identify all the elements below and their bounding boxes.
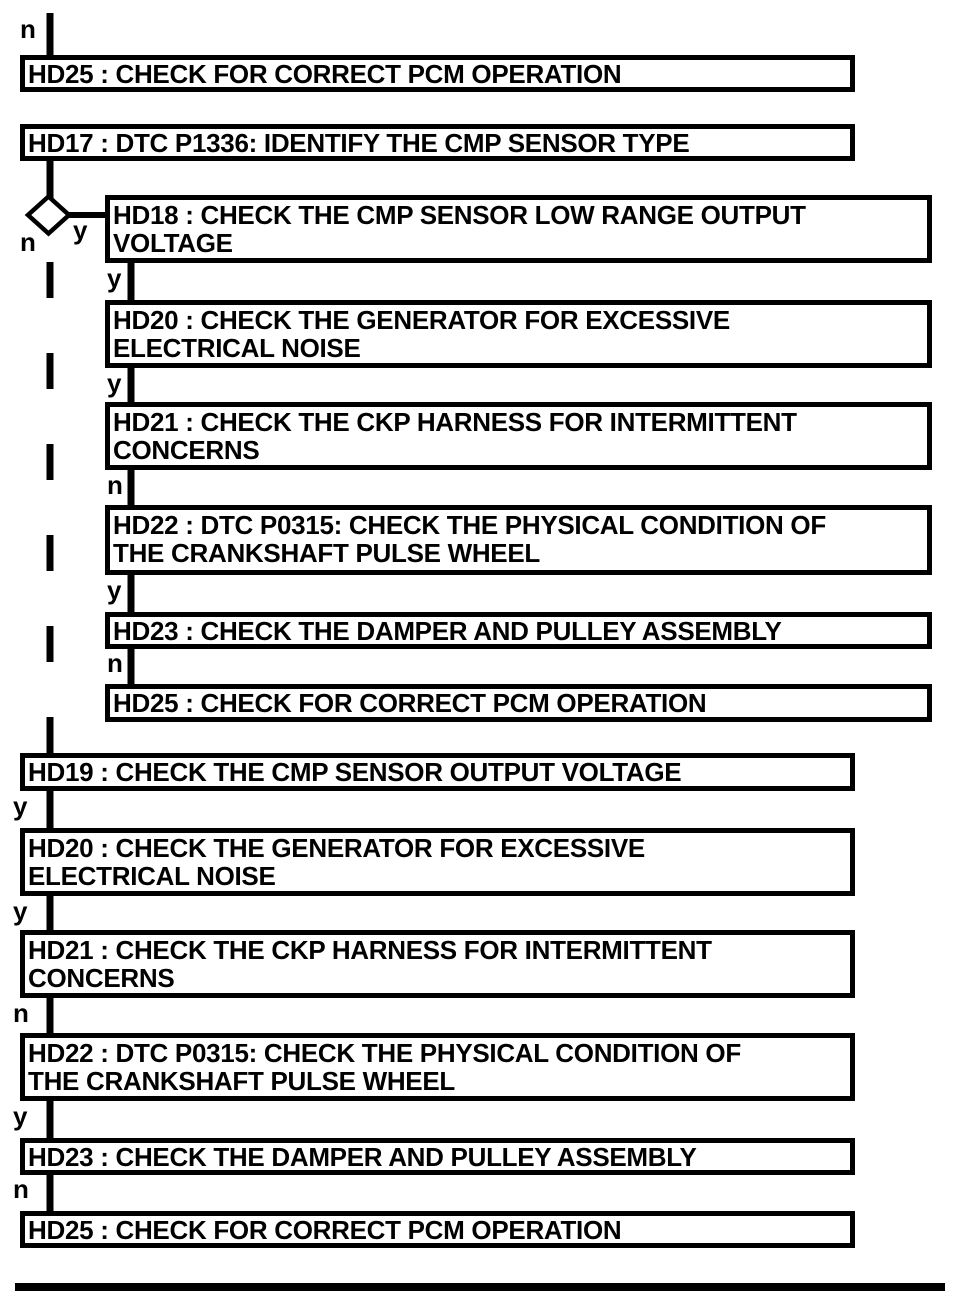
flow-node-hd25-top: HD25 : CHECK FOR CORRECT PCM OPERATION: [20, 55, 855, 92]
flow-node-text: VOLTAGE: [113, 228, 233, 258]
branch-label-no-0: y: [13, 791, 28, 821]
flow-node-text: ELECTRICAL NOISE: [28, 861, 276, 891]
flow-node-hd21-no: HD21 : CHECK THE CKP HARNESS FOR INTERMI…: [20, 930, 855, 998]
flow-node-hd22-yes: HD22 : DTC P0315: CHECK THE PHYSICAL CON…: [105, 505, 932, 575]
flow-node-text: HD17 : DTC P1336: IDENTIFY THE CMP SENSO…: [28, 128, 690, 158]
branch-label-yes-0: y: [107, 263, 122, 293]
flow-node-text: HD23 : CHECK THE DAMPER AND PULLEY ASSEM…: [28, 1142, 697, 1172]
flow-node-text: HD21 : CHECK THE CKP HARNESS FOR INTERMI…: [28, 935, 712, 965]
branch-label-no-1: y: [13, 896, 28, 926]
flow-node-hd21-yes: HD21 : CHECK THE CKP HARNESS FOR INTERMI…: [105, 402, 932, 470]
branch-label-no-4: n: [13, 1174, 29, 1204]
flow-node-hd23-yes: HD23 : CHECK THE DAMPER AND PULLEY ASSEM…: [105, 612, 932, 649]
flow-node-text: HD19 : CHECK THE CMP SENSOR OUTPUT VOLTA…: [28, 757, 682, 787]
flow-node-hd22-no: HD22 : DTC P0315: CHECK THE PHYSICAL CON…: [20, 1033, 855, 1101]
flow-node-text: ELECTRICAL NOISE: [113, 333, 361, 363]
flow-node-text: HD21 : CHECK THE CKP HARNESS FOR INTERMI…: [113, 407, 797, 437]
branch-label-decision-no: n: [20, 227, 36, 257]
branch-label-yes-4: n: [107, 648, 123, 678]
flow-node-text: THE CRANKSHAFT PULSE WHEEL: [113, 538, 540, 568]
flow-node-text: CONCERNS: [113, 435, 260, 465]
flow-node-text: HD25 : CHECK FOR CORRECT PCM OPERATION: [28, 59, 622, 89]
flow-node-text: HD18 : CHECK THE CMP SENSOR LOW RANGE OU…: [113, 200, 806, 230]
bottom-rule: [15, 1283, 945, 1291]
flow-node-hd23-no: HD23 : CHECK THE DAMPER AND PULLEY ASSEM…: [20, 1138, 855, 1175]
flow-node-hd20-no: HD20 : CHECK THE GENERATOR FOR EXCESSIVE…: [20, 828, 855, 896]
decision-diamond: [24, 193, 73, 237]
flow-node-text: HD22 : DTC P0315: CHECK THE PHYSICAL CON…: [113, 510, 826, 540]
flow-node-hd20-yes: HD20 : CHECK THE GENERATOR FOR EXCESSIVE…: [105, 300, 932, 368]
branch-label-top-entry: n: [20, 14, 36, 44]
branch-label-yes-2: n: [107, 470, 123, 500]
flow-node-text: HD25 : CHECK FOR CORRECT PCM OPERATION: [113, 688, 707, 718]
flow-node-hd25-yes: HD25 : CHECK FOR CORRECT PCM OPERATION: [105, 684, 932, 722]
flow-node-hd18: HD18 : CHECK THE CMP SENSOR LOW RANGE OU…: [105, 195, 932, 263]
flow-node-text: HD20 : CHECK THE GENERATOR FOR EXCESSIVE: [113, 305, 730, 335]
branch-label-no-2: n: [13, 998, 29, 1028]
flow-node-hd17: HD17 : DTC P1336: IDENTIFY THE CMP SENSO…: [20, 124, 855, 161]
flow-node-text: CONCERNS: [28, 963, 175, 993]
branch-label-yes-1: y: [107, 368, 122, 398]
flow-node-text: HD20 : CHECK THE GENERATOR FOR EXCESSIVE: [28, 833, 645, 863]
branch-label-yes-3: y: [107, 575, 122, 605]
flow-node-text: HD22 : DTC P0315: CHECK THE PHYSICAL CON…: [28, 1038, 741, 1068]
flow-node-text: HD25 : CHECK FOR CORRECT PCM OPERATION: [28, 1215, 622, 1245]
branch-label-no-3: y: [13, 1101, 28, 1131]
flow-node-hd19: HD19 : CHECK THE CMP SENSOR OUTPUT VOLTA…: [20, 753, 855, 791]
flow-node-text: THE CRANKSHAFT PULSE WHEEL: [28, 1066, 455, 1096]
flow-node-hd25-no: HD25 : CHECK FOR CORRECT PCM OPERATION: [20, 1211, 855, 1248]
branch-label-decision-yes: y: [73, 215, 88, 245]
flow-node-text: HD23 : CHECK THE DAMPER AND PULLEY ASSEM…: [113, 616, 782, 646]
